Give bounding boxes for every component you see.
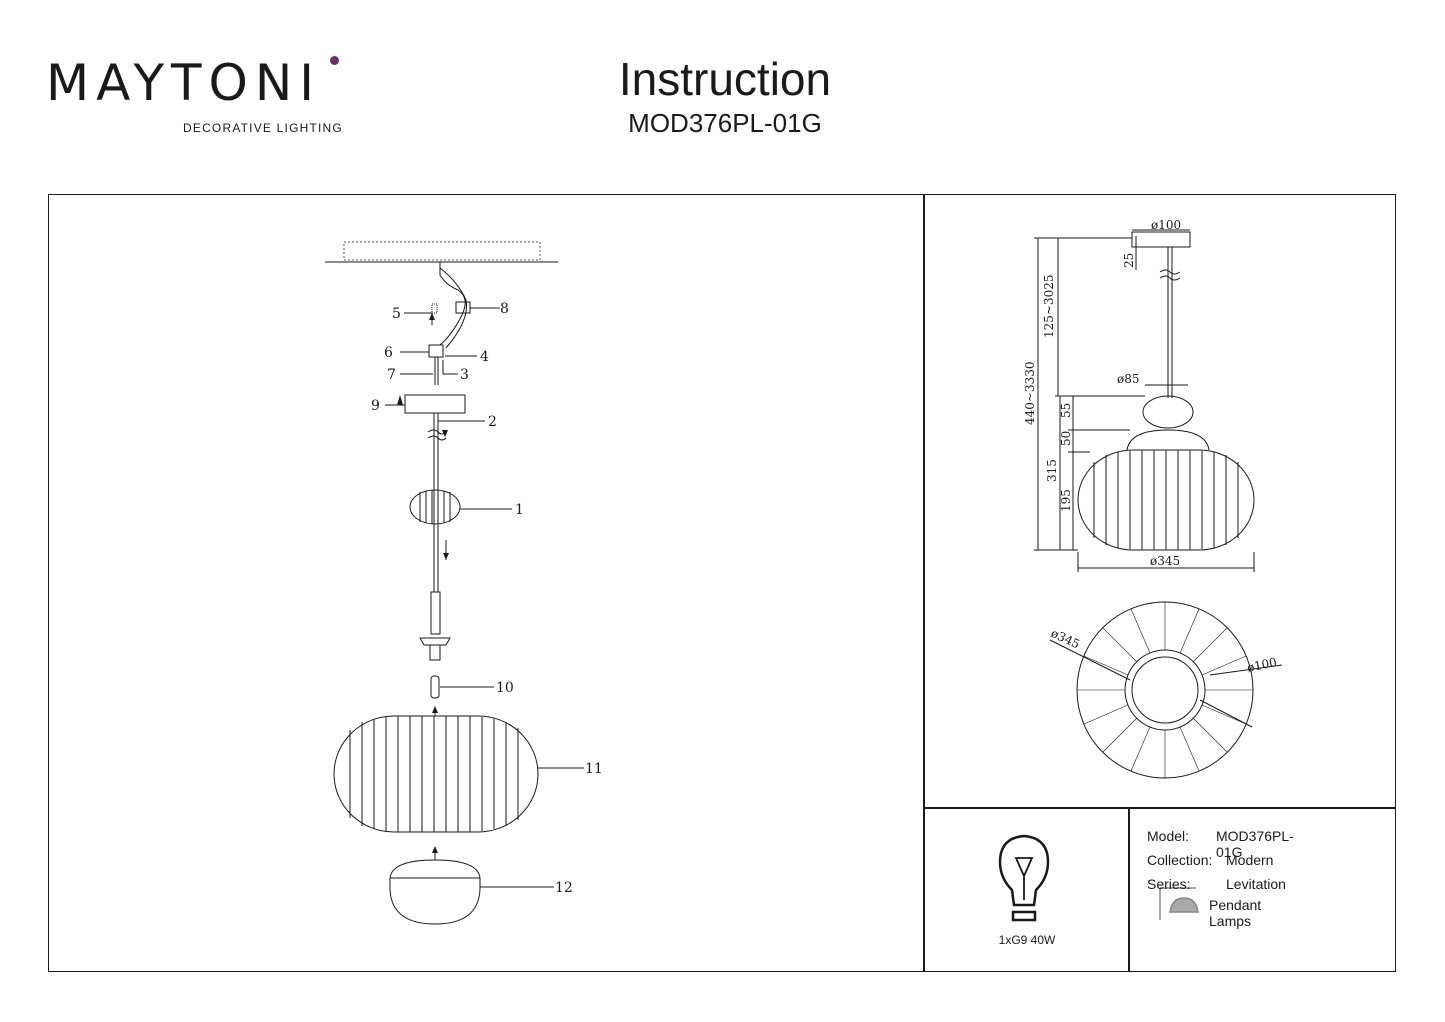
page-title: Instruction: [618, 53, 832, 105]
type-value: Pendant Lamps: [1209, 897, 1262, 929]
dim-cable-range: 125~3025: [1042, 275, 1056, 339]
collection-label: Collection:: [1147, 852, 1213, 868]
part-label-8: 8: [500, 301, 509, 317]
brand-name: MAYTONI: [46, 54, 322, 112]
dim-connector-diameter: ø85: [1117, 372, 1140, 386]
part-label-3: 3: [460, 367, 469, 383]
dim-connector: [1142, 395, 1194, 429]
dim-canopy-diameter: ø100: [1151, 218, 1181, 232]
part-label-9: 9: [371, 398, 380, 414]
frame-divider-vertical: [923, 194, 925, 972]
part-label-5: 5: [392, 306, 401, 322]
top-view-ribs: [1077, 602, 1253, 778]
lamp-holder-cap: [419, 637, 451, 646]
ceiling-hatch: [343, 241, 541, 261]
dim-body-height: 315: [1045, 459, 1059, 482]
bracket: [428, 344, 444, 358]
part-label-7: 7: [387, 367, 396, 383]
dim-canopy-height: 25: [1122, 253, 1136, 268]
bulb-caption: 1xG9 40W: [998, 933, 1056, 947]
connector-shade: [409, 489, 461, 525]
wire-a: [439, 262, 466, 346]
part-label-10: 10: [496, 680, 514, 696]
dim-shade-diameter: ø345: [1150, 554, 1180, 568]
dim-total-range: 440~3330: [1023, 362, 1037, 426]
dim-dome: [1126, 429, 1210, 451]
part-label-11: 11: [585, 761, 603, 777]
sleeve: [430, 591, 441, 635]
collection-value: Modern: [1226, 852, 1274, 868]
part-label-6: 6: [384, 345, 393, 361]
dim-top-canopy-diameter: ø100: [1246, 655, 1278, 675]
wire-b: [439, 267, 468, 349]
drawing-frame: [48, 194, 1396, 972]
series-label: Series:: [1147, 876, 1191, 892]
part-label-12: 12: [555, 880, 573, 896]
dim-connector-height: 55: [1059, 403, 1073, 418]
screw-part: [431, 303, 438, 314]
part-label-4: 4: [480, 349, 489, 365]
brand-logo: MAYTONI DECORATIVE LIGHTING: [46, 54, 346, 138]
canopy: [404, 394, 466, 414]
part-label-2: 2: [488, 414, 497, 430]
bulb-icon: [998, 834, 1050, 922]
main-shade: [333, 715, 539, 833]
main-shade-ribs: [349, 716, 519, 832]
model-label: Model:: [1147, 828, 1190, 844]
inner-glass: [389, 859, 481, 925]
brand-tagline: DECORATIVE LIGHTING: [183, 121, 343, 135]
logo-dot-icon: [330, 56, 339, 65]
dim-shade-height: 195: [1059, 489, 1073, 512]
dim-dome-height: 50: [1059, 431, 1073, 446]
frame-divider-horizontal: [923, 807, 1396, 809]
series-value: Levitation: [1226, 876, 1286, 892]
model-value: MOD376PL-01G: [1216, 828, 1294, 860]
g9-bulb: [430, 675, 440, 699]
pendant-lamp-icon: [1159, 887, 1199, 920]
page-model: MOD376PL-01G: [628, 108, 822, 138]
dim-shade-ribs: [1093, 450, 1239, 550]
part-label-1: 1: [515, 502, 524, 518]
dim-canopy: [1131, 231, 1191, 248]
spec-divider: [1128, 807, 1130, 972]
